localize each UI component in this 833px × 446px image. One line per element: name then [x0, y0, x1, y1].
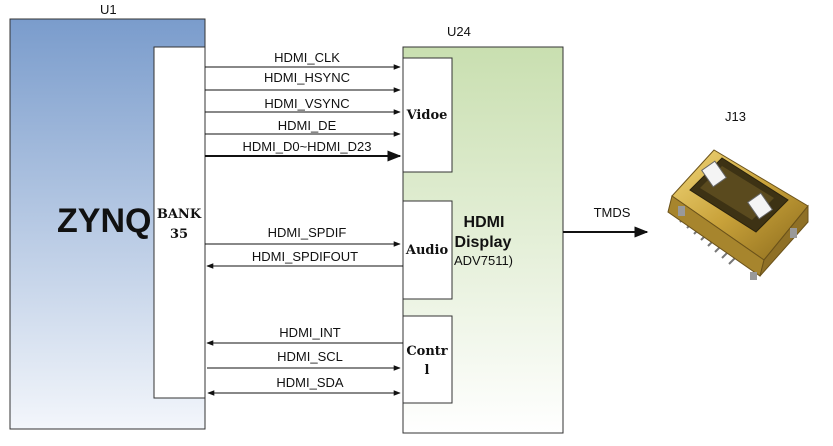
audio-sub-block-label: Audio	[405, 243, 449, 258]
hdmi-int-label: HDMI_INT	[279, 325, 340, 340]
u1-ref-label: U1	[100, 2, 117, 17]
j13-ref-label: J13	[725, 109, 746, 124]
u1-chip-name: ZYNQ	[57, 202, 151, 240]
bank35-label-line2: 35	[170, 227, 188, 242]
hdmi-spdifout-label: HDMI_SPDIFOUT	[252, 249, 358, 264]
hdmi-scl-label: HDMI_SCL	[277, 349, 343, 364]
hdmi-clk-label: HDMI_CLK	[274, 50, 340, 65]
control-sub-block	[402, 315, 453, 404]
u24-title-line1: HDMI	[464, 214, 505, 231]
tmds-label: TMDS	[594, 205, 631, 220]
hdmi-data-bus-label: HDMI_D0~HDMI_D23	[243, 139, 372, 154]
video-sub-block-label: Vidoe	[406, 108, 448, 123]
bank35-block	[153, 46, 206, 399]
control-sub-block-label-line1: Contr	[406, 344, 447, 359]
bank35-label-line1: BANK	[157, 207, 202, 222]
hdmi-hsync-label: HDMI_HSYNC	[264, 70, 350, 85]
u24-part-number: ADV7511)	[454, 253, 513, 268]
hdmi-vsync-label: HDMI_VSYNC	[264, 96, 349, 111]
hdmi-spdif-label: HDMI_SPDIF	[268, 225, 347, 240]
video-sub-block	[402, 57, 453, 173]
hdmi-connector-icon	[667, 149, 809, 280]
control-sub-block-label-line2: l	[425, 363, 430, 378]
audio-sub-block	[402, 200, 453, 300]
hdmi-sda-label: HDMI_SDA	[276, 375, 344, 390]
hdmi-de-label: HDMI_DE	[278, 118, 337, 133]
u24-ref-label: U24	[447, 24, 471, 39]
u24-title-line2: Display	[455, 234, 512, 251]
